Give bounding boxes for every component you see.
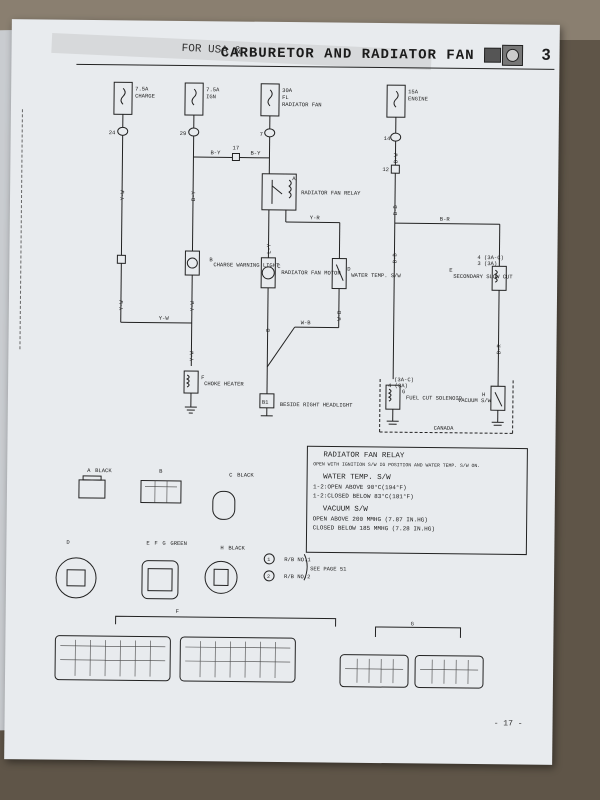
wire-label-bw: B-W <box>392 153 399 164</box>
fuse-24-pin: 24 <box>109 129 116 136</box>
conn-a-color: BLACK <box>95 467 112 474</box>
wire-label-by1: B-Y <box>190 190 197 201</box>
pin-3a-b: 4 (3A) <box>388 382 408 389</box>
conn-e-letter: E <box>146 540 150 547</box>
fuse-24-name: CHARGE <box>135 92 156 99</box>
engine-icon <box>483 44 524 67</box>
page-footer: - 17 - <box>493 719 523 729</box>
fuse-29-rating: 7.5A <box>206 86 220 93</box>
choke-heater-label: CHOKE HEATER <box>204 380 244 387</box>
secondary-slow-cut-label: SECONDARY SLOW CUT <box>453 273 513 281</box>
wire-label-yw1: Y-W <box>119 190 126 201</box>
fuel-cut-solenoid-label: FUEL CUT SOLENOID <box>406 394 463 402</box>
conn-g-bottom-letter: G <box>411 620 414 627</box>
conn-h-letter: H <box>220 544 223 551</box>
info-s1-line1: OPEN WITH IGNITION S/W IG POSITION AND W… <box>313 461 480 469</box>
fuse-7-pin: 7 <box>260 131 263 138</box>
relay-label: RADIATOR FAN RELAY <box>301 189 361 197</box>
letter-g: G <box>402 388 405 395</box>
wire-label-bb2: B-B <box>391 253 398 264</box>
fuse-7-rating: 30A <box>282 87 293 94</box>
wiring-diagram: 7.5A CHARGE 7.5A IGN 30A FL RADIATOR FAN… <box>54 81 528 689</box>
ground-label: BESIDE RIGHT HEADLIGHT <box>280 401 353 409</box>
pin-3ac: 4 (3A-C) <box>477 254 503 261</box>
fuse-7-name2: RADIATOR FAN <box>282 101 322 108</box>
wire-label-yw3: Y-W <box>159 315 170 322</box>
wire-label-lb: L-Y <box>265 243 272 254</box>
conn-efg-color: GREEN <box>170 540 187 547</box>
wire-label-pin12: 12 <box>382 166 389 173</box>
conn-f-letter: F <box>154 540 157 547</box>
conn-h-color: BLACK <box>228 544 245 551</box>
letter-a: A <box>292 175 296 182</box>
jb-2-label: R/B NO.2 <box>284 573 310 580</box>
manual-page: FOR USA & CARBURETOR AND RADIATOR FAN 3 <box>4 19 560 765</box>
info-s1-title: RADIATOR FAN RELAY <box>323 451 405 460</box>
conn-f-bottom-letter: F <box>176 608 179 615</box>
letter-d: D <box>347 266 351 273</box>
charge-light-label: CHARGE WARNING LIGHT <box>213 261 280 269</box>
see-page-label: SEE PAGE 51 <box>310 565 347 572</box>
pin-3a: 3 (3A) <box>477 260 497 267</box>
jb-2-number: 2 <box>267 574 270 580</box>
info-s2-line1: 1-2:OPEN ABOVE 90°C(194°F) <box>313 483 407 491</box>
info-s3-line2: CLOSED BELOW 185 MMHG (7.28 IN.HG) <box>313 524 435 532</box>
conn-a-letter: A <box>87 467 91 474</box>
conn-d-letter: D <box>66 539 70 546</box>
fuse-7-name: FL <box>282 94 289 101</box>
wire-label-wb1: W-B <box>336 310 343 321</box>
info-s2-title: WATER TEMP. S/W <box>323 473 391 482</box>
letter-b: B <box>209 256 213 263</box>
info-s3-line1: OPEN ABOVE 200 MMHG (7.87 IN.HG) <box>313 515 428 523</box>
fuse-29-name: IGN <box>206 93 216 100</box>
wire-label-yw2: Y-W <box>118 300 125 311</box>
fuse-29-pin: 29 <box>180 130 187 137</box>
water-temp-label: WATER TEMP. S/W <box>351 272 401 280</box>
wire-label-yr: Y-R <box>310 214 321 221</box>
wire-label-bb: B-B <box>392 205 399 216</box>
fan-motor-label: RADIATOR FAN MOTOR <box>281 269 341 277</box>
letter-e: E <box>449 267 453 274</box>
fuse-14-name: ENGINE <box>408 95 429 102</box>
wire-label-by2: B-Y <box>210 149 221 156</box>
letter-h: H <box>482 391 485 398</box>
info-s3-title: VACUUM S/W <box>323 505 369 513</box>
fuse-14-rating: 15A <box>408 88 419 95</box>
jb-1-label: R/B NO.1 <box>284 556 311 563</box>
pin-3ac-b: (3A-C) <box>394 376 414 383</box>
conn-g-letter: G <box>162 540 165 547</box>
info-s2-line2: 1-2:CLOSED BELOW 83°C(181°F) <box>313 492 414 500</box>
conn-c-color: BLACK <box>237 472 254 479</box>
letter-f: F <box>201 374 204 381</box>
wire-label-yw5: Y-W <box>188 350 195 361</box>
wire-label-yw4: Y-W <box>189 300 196 311</box>
fuse-14-pin: 14 <box>384 135 391 142</box>
fuse-24-rating: 7.5A <box>135 85 149 92</box>
letter-c: C <box>277 263 281 270</box>
wire-label-wb2: W-B <box>301 319 312 326</box>
wire-label-pin17: 17 <box>233 144 240 151</box>
conn-c-letter: C <box>229 471 233 478</box>
jb-1-number: 1 <box>267 557 270 563</box>
canada-label: CANADA <box>434 425 455 432</box>
vacuum-sw-label: VACUUM S/W <box>458 397 492 404</box>
conn-b-letter: B <box>159 468 163 475</box>
wire-label-br2: B-R <box>495 344 502 355</box>
wire-label-b: B <box>265 328 272 332</box>
ground-code: B1 <box>262 399 269 406</box>
page-header: CARBURETOR AND RADIATOR FAN 3 <box>76 41 555 70</box>
wire-label-by3: B-Y <box>250 150 261 157</box>
wire-label-br1: B-R <box>440 216 451 223</box>
